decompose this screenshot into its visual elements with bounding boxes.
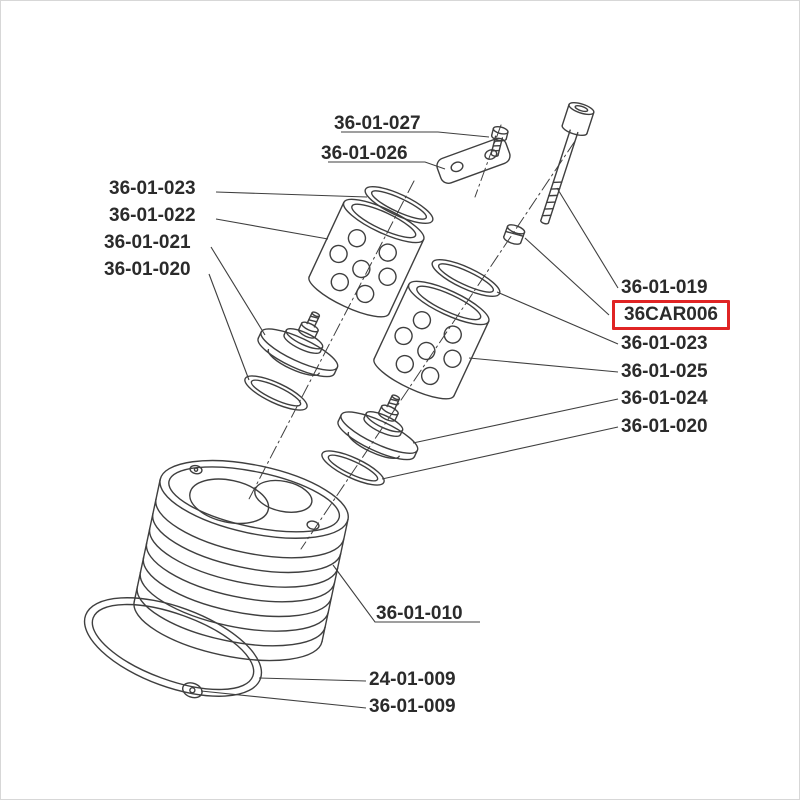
o-ring-upper-right xyxy=(431,258,501,298)
part-label-36-01-023-left[interactable]: 36-01-023 xyxy=(109,178,196,199)
valve-retainer-plate xyxy=(436,137,511,184)
cylinder-head-bolt xyxy=(540,101,595,225)
part-label-24-01-009[interactable]: 24-01-009 xyxy=(369,669,456,690)
o-ring-lower-right xyxy=(321,450,385,486)
part-label-36-01-010[interactable]: 36-01-010 xyxy=(376,603,463,624)
part-label-36-01-022[interactable]: 36-01-022 xyxy=(109,205,196,226)
bolt-washer xyxy=(503,224,526,245)
part-label-36-01-023-right[interactable]: 36-01-023 xyxy=(621,333,708,354)
part-label-36-01-024[interactable]: 36-01-024 xyxy=(621,388,708,409)
part-label-36-01-025[interactable]: 36-01-025 xyxy=(621,361,708,382)
o-ring-lower-left xyxy=(244,375,308,411)
head-gasket xyxy=(83,597,263,699)
part-label-36-01-019[interactable]: 36-01-019 xyxy=(621,277,708,298)
part-label-36-01-009[interactable]: 36-01-009 xyxy=(369,696,456,717)
part-label-36-01-021[interactable]: 36-01-021 xyxy=(104,232,191,253)
part-label-36car006-highlighted[interactable]: 36CAR006 xyxy=(612,300,730,330)
part-label-36-01-027[interactable]: 36-01-027 xyxy=(334,113,421,134)
valve-assembly-upper xyxy=(257,311,339,378)
leader-lines xyxy=(200,131,619,709)
part-label-36-01-020-right[interactable]: 36-01-020 xyxy=(621,416,708,437)
center-lines xyxy=(247,124,576,550)
cylinder-body xyxy=(133,459,349,662)
part-label-36-01-026[interactable]: 36-01-026 xyxy=(321,143,408,164)
valve-cage-upper xyxy=(308,198,425,318)
o-ring-upper-left xyxy=(364,185,434,225)
part-label-36-01-020-left[interactable]: 36-01-020 xyxy=(104,259,191,280)
valve-assembly-lower xyxy=(337,394,419,461)
